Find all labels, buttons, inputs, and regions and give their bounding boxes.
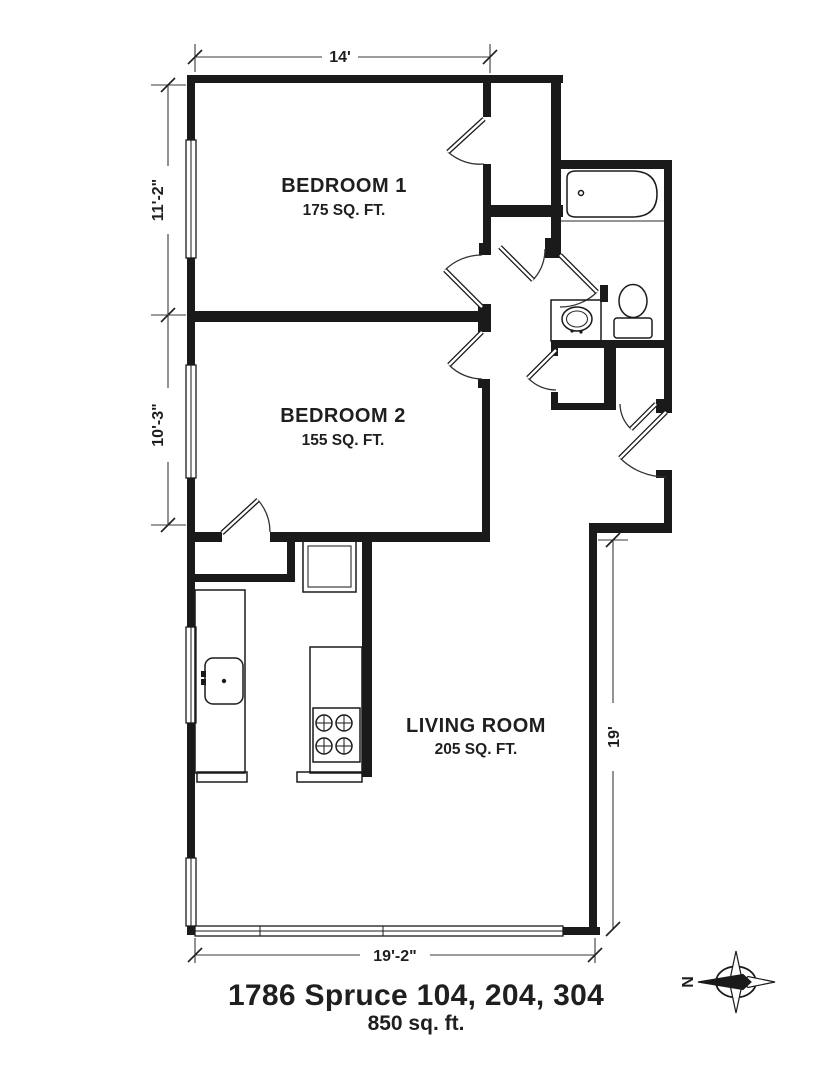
bedroom2-door bbox=[447, 330, 484, 380]
window bbox=[185, 364, 197, 479]
burner bbox=[315, 714, 333, 732]
linen-closet-door bbox=[498, 245, 546, 282]
bathroom-fixtures bbox=[550, 170, 664, 342]
living-room-label: LIVING ROOM bbox=[406, 715, 546, 737]
dimension-label-left-upper: 11'-2" bbox=[150, 179, 167, 222]
window bbox=[185, 857, 197, 927]
dimension-left-lower: 10'-3" bbox=[150, 315, 186, 533]
bathroom-door bbox=[558, 253, 599, 308]
bedroom2-label: BEDROOM 2 bbox=[280, 405, 406, 427]
kitchen-counter-left bbox=[194, 589, 248, 783]
plan-subtitle: 850 sq. ft. bbox=[368, 1012, 465, 1035]
hall-closet-door bbox=[526, 348, 558, 391]
doors bbox=[220, 117, 668, 535]
exterior-walls bbox=[187, 75, 672, 935]
dimension-bottom: 19'-2" bbox=[187, 938, 603, 965]
dimension-top: 14' bbox=[187, 44, 498, 73]
bedroom2-south-door bbox=[220, 498, 271, 535]
compass-north-label: N bbox=[680, 976, 697, 988]
compass-rose-icon: N bbox=[680, 950, 776, 1014]
dimension-left-upper: 11'-2" bbox=[150, 77, 186, 323]
dimension-label-left-lower: 10'-3" bbox=[150, 403, 167, 446]
burner bbox=[335, 714, 353, 732]
bedroom1-door bbox=[443, 254, 484, 309]
window bbox=[185, 626, 197, 724]
room-labels: BEDROOM 1 175 SQ. FT. BEDROOM 2 155 SQ. … bbox=[280, 175, 546, 758]
dimension-label-top: 14' bbox=[329, 49, 351, 66]
bedroom1-closet-door bbox=[446, 117, 486, 165]
burner bbox=[335, 737, 353, 755]
plan-title: 1786 Spruce 104, 204, 304 bbox=[228, 979, 604, 1012]
living-room-area: 205 SQ. FT. bbox=[435, 741, 518, 758]
bedroom1-area: 175 SQ. FT. bbox=[303, 202, 386, 219]
toilet-icon bbox=[613, 283, 653, 339]
entry-closet-door bbox=[619, 402, 658, 431]
dimension-label-right: 19' bbox=[606, 726, 623, 748]
dimension-label-bottom: 19'-2" bbox=[373, 948, 416, 965]
window bbox=[194, 925, 564, 937]
bathtub-icon bbox=[561, 170, 664, 222]
window bbox=[185, 139, 197, 259]
title-block: 1786 Spruce 104, 204, 304 850 sq. ft. bbox=[228, 979, 604, 1035]
refrigerator-icon bbox=[302, 540, 357, 593]
dimension-right: 19' bbox=[598, 532, 628, 937]
stove-icon bbox=[312, 707, 361, 763]
bathroom-sink-icon bbox=[550, 299, 602, 342]
front-door bbox=[618, 410, 668, 478]
kitchen-sink-icon bbox=[201, 657, 244, 705]
interior-walls bbox=[187, 83, 672, 777]
kitchen-fixtures bbox=[194, 540, 363, 783]
windows bbox=[185, 139, 564, 937]
bedroom1-label: BEDROOM 1 bbox=[281, 175, 407, 197]
burner bbox=[315, 737, 333, 755]
bedroom2-area: 155 SQ. FT. bbox=[302, 432, 385, 449]
kitchen-counter-right bbox=[296, 646, 363, 783]
